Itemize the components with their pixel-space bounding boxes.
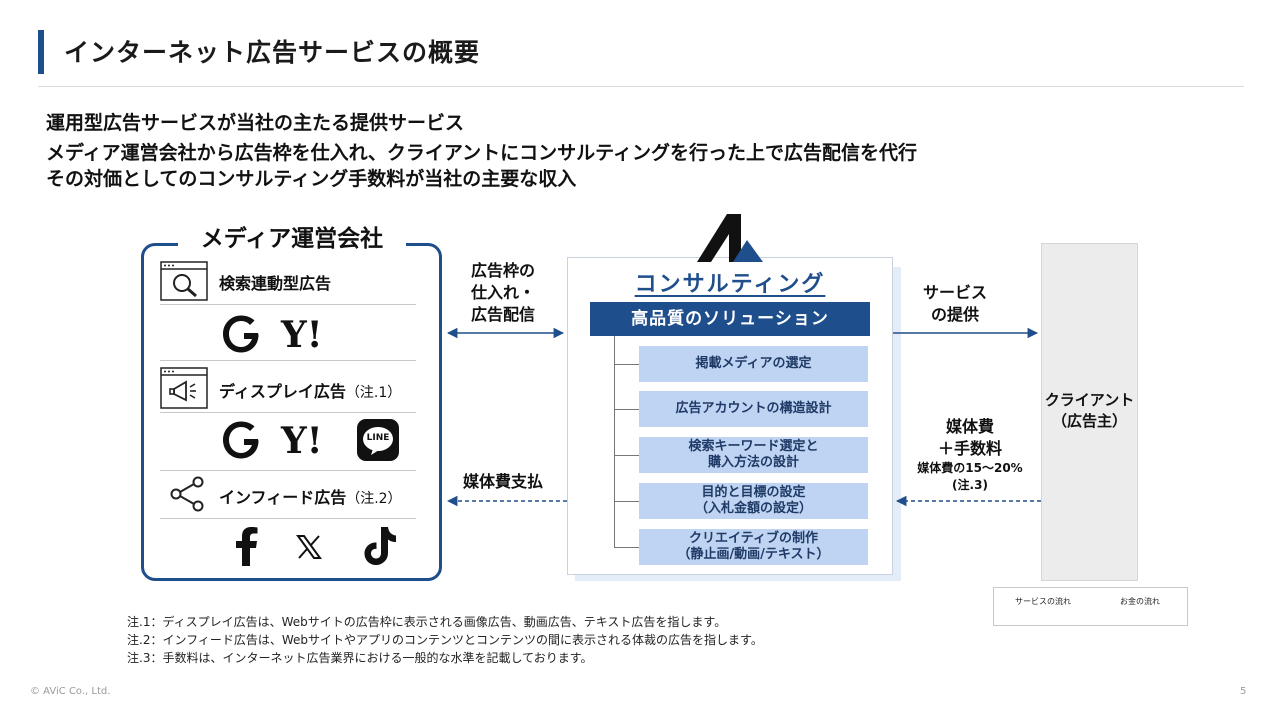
solution-item-goal-setting: 目的と目標の設定（入札金額の設定） bbox=[639, 483, 868, 519]
lead-line-1: 運用型広告サービスが当社の主たる提供サービス bbox=[46, 112, 465, 134]
share-icon bbox=[168, 474, 216, 514]
x-logo-icon bbox=[296, 534, 322, 564]
title-accent-bar bbox=[38, 30, 44, 74]
consulting-title: コンサルティング bbox=[634, 272, 826, 297]
line-logo-icon: LINE bbox=[357, 419, 399, 461]
google-logo-icon bbox=[222, 313, 264, 359]
solution-item-media-selection: 掲載メディアの選定 bbox=[639, 346, 868, 382]
service-flow-label: サービスの提供 bbox=[922, 283, 987, 324]
legend-money-label: お金の流れ bbox=[1120, 597, 1160, 606]
yahoo-logo-icon: Y! bbox=[281, 420, 323, 462]
category-label-display: ディスプレイ広告（注.1） bbox=[219, 382, 402, 401]
category-divider bbox=[160, 360, 416, 361]
category-label-search: 検索連動型広告 bbox=[219, 274, 332, 293]
category-divider bbox=[160, 412, 416, 413]
google-logo-icon bbox=[222, 419, 264, 465]
search-ad-icon bbox=[160, 261, 208, 301]
category-label-infeed: インフィード広告（注.2） bbox=[219, 488, 402, 507]
legend-service-label: サービスの流れ bbox=[1015, 597, 1071, 606]
facebook-logo-icon bbox=[232, 526, 260, 570]
category-divider bbox=[160, 304, 416, 305]
flow-legend bbox=[993, 587, 1188, 626]
solution-item-account-design: 広告アカウントの構造設計 bbox=[639, 391, 868, 427]
payment-flow-label: 媒体費支払 bbox=[462, 472, 543, 491]
media-company-title: メディア運営会社 bbox=[178, 222, 406, 256]
avic-logo-icon bbox=[697, 212, 763, 268]
title-divider bbox=[38, 86, 1244, 87]
solution-item-keyword-design: 検索キーワード選定と購入方法の設計 bbox=[639, 437, 868, 473]
tiktok-logo-icon bbox=[361, 525, 397, 571]
tree-connector bbox=[614, 501, 639, 502]
solution-header: 高品質のソリューション bbox=[590, 302, 870, 336]
client-box bbox=[1041, 243, 1138, 581]
category-divider bbox=[160, 470, 416, 471]
footnote-3: 注.3：手数料は、インターネット広告業界における一般的な水準を記載しております。 bbox=[127, 651, 593, 665]
tree-connector bbox=[614, 409, 639, 410]
yahoo-logo-icon: Y! bbox=[281, 314, 323, 356]
lead-line-2: メディア運営会社から広告枠を仕入れ、クライアントにコンサルティングを行った上で広… bbox=[46, 142, 917, 164]
solution-item-creative-production: クリエイティブの制作（静止画/動画/テキスト） bbox=[639, 529, 868, 565]
category-divider bbox=[160, 518, 416, 519]
tree-connector bbox=[614, 364, 639, 365]
tree-connector bbox=[614, 455, 639, 456]
purchase-flow-label: 広告枠の仕入れ・広告配信 bbox=[470, 261, 535, 324]
lead-line-3: その対価としてのコンサルティング手数料が当社の主要な収入 bbox=[46, 168, 577, 190]
page-number: 5 bbox=[1240, 686, 1247, 697]
footnote-1: 注.1：ディスプレイ広告は、Webサイトの広告枠に表示される画像広告、動画広告、… bbox=[127, 615, 727, 629]
client-label: クライアント（広告主） bbox=[1044, 391, 1135, 430]
page-title: インターネット広告サービスの概要 bbox=[64, 38, 481, 67]
tree-connector bbox=[614, 547, 639, 548]
line-logo-text: LINE bbox=[366, 433, 390, 443]
footnote-2: 注.2：インフィード広告は、Webサイトやアプリのコンテンツとコンテンツの間に表… bbox=[127, 633, 763, 647]
copyright: © AViC Co., Ltd. bbox=[30, 686, 111, 697]
tree-connector bbox=[614, 336, 615, 548]
megaphone-icon bbox=[160, 367, 208, 409]
fee-flow-label: 媒体費 ＋手数料 媒体費の15～20% (注.3) bbox=[917, 417, 1023, 492]
